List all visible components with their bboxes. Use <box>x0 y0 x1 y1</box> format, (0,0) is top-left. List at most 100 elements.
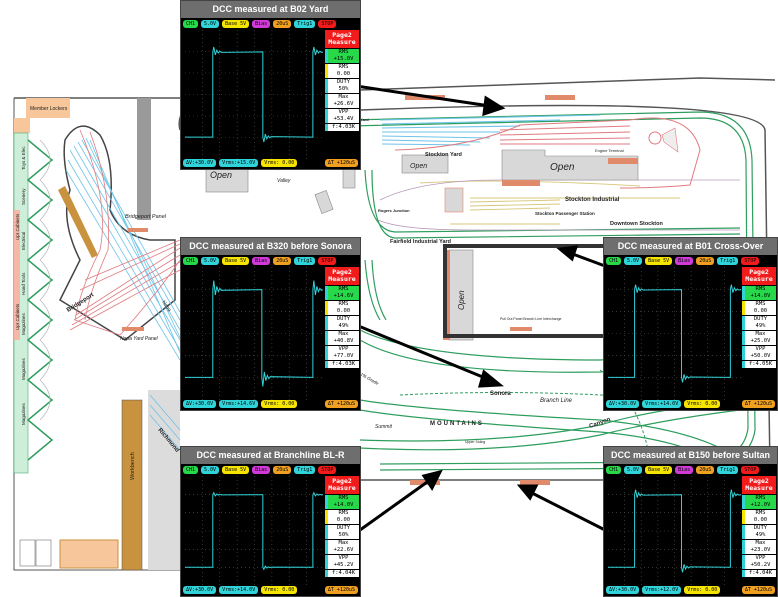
max-readout: Max+25.0V <box>742 331 776 345</box>
scope-chip: Bias <box>675 257 694 265</box>
bridgeport-benchwork <box>59 125 176 341</box>
label-magazines: Magazines <box>21 402 26 425</box>
page-measure-label: Page2 Measure <box>325 30 359 48</box>
vpp-readout: VPP+45.2V <box>325 555 359 569</box>
label-downtown-stockton: Downtown Stockton <box>610 221 663 227</box>
dcc-waveform-trace <box>608 489 742 573</box>
seating <box>59 539 119 569</box>
vrms2-readout: Vrms: 0.00 <box>261 159 298 167</box>
rms-readout: RMS+12.0V <box>742 495 776 509</box>
column <box>137 98 151 220</box>
arrow-head-icon <box>421 469 443 491</box>
rms-readout: RMS+14.6V <box>325 286 359 300</box>
napa-yard-panel <box>122 327 144 331</box>
freq-readout: f:4.03K <box>325 361 359 368</box>
vpp-readout: VPP+53.4V <box>325 109 359 123</box>
dcc-waveform-trace <box>185 46 323 143</box>
label-magazines: Magazines <box>21 312 26 335</box>
turntable <box>648 131 662 145</box>
page-measure-label: Page2 Measure <box>325 476 359 494</box>
page-measure-label: Page2 Measure <box>325 267 359 285</box>
label-stockton-passenger-station: Stockton Passenger Station <box>535 211 595 216</box>
scope-chip: 20uS <box>273 466 292 474</box>
delta-v-readout: ΔV:+30.0V <box>606 400 640 408</box>
label-open: Open <box>550 162 575 173</box>
dcc-waveform-trace <box>608 284 742 383</box>
scope-chip: Bias <box>252 20 271 28</box>
storage-strip <box>13 98 70 567</box>
scope-chip: 20uS <box>696 466 715 474</box>
scope-chip: 5.0V <box>624 257 643 265</box>
label-napa-yard-panel: Napa Yard Panel <box>120 336 159 342</box>
scope-chip: CH1 <box>183 466 199 474</box>
scope-chip: 5.0V <box>624 466 643 474</box>
label-toys-elec: Toys & Elec <box>21 146 26 170</box>
arrow-b320 <box>355 323 491 382</box>
label-upr-cabinets: Upr Cabinets <box>15 303 20 330</box>
label-hand-tools: Hand Tools <box>21 272 26 295</box>
scope-chip: Trig1 <box>717 257 739 265</box>
vrms-readout: Vrms:+14.0V <box>219 586 259 594</box>
scope-title: DCC measured at B150 before Sultan <box>604 447 777 464</box>
arrow-b02 <box>355 84 491 108</box>
label-napa: Napa <box>160 300 172 313</box>
label-magazines: Magazines <box>21 357 26 380</box>
label-mountains: MOUNTAINS <box>430 421 484 427</box>
scope-chip: Trig1 <box>294 466 316 474</box>
scope-chip: CH1 <box>606 257 622 265</box>
label-upr-cabinets: Upr Cabinets <box>15 213 20 240</box>
vrms-readout: Vrms:+14.6V <box>219 400 259 408</box>
scope-chip: 20uS <box>696 257 715 265</box>
max-readout: Max+23.0V <box>742 540 776 554</box>
arrow-b150 <box>529 490 606 532</box>
scope-bottom-bar: ΔV:+30.0V Vrms:+14.6V Vrms: 0.00 ΔT +120… <box>183 400 358 408</box>
scope-screen <box>185 267 323 400</box>
label-electrical: Electrical <box>21 232 26 250</box>
label-bridgeport-panel: Bridgeport Panel <box>125 214 167 220</box>
label-valley: Valley <box>277 178 291 184</box>
engine-terminal-tracks <box>394 117 701 189</box>
delta-v-readout: ΔV:+30.0V <box>183 159 217 167</box>
scope-chip: STOP <box>318 20 337 28</box>
scope-bottom-bar: ΔV:+30.0V Vrms:+15.0V Vrms: 0.00 ΔT +120… <box>183 159 358 167</box>
delta-v-readout: ΔV:+30.0V <box>183 586 217 594</box>
scope-bottom-bar: ΔV:+30.0V Vrms:+14.0V Vrms: 0.00 ΔT +120… <box>183 586 358 594</box>
scope-chip: CH1 <box>606 466 622 474</box>
label-stockton-yard: Stockton Yard <box>425 152 462 158</box>
delta-t-readout: ΔT +120uS <box>741 586 775 594</box>
scope-chip: Trig1 <box>294 20 316 28</box>
rms-readout: RMS+14.0V <box>742 286 776 300</box>
scope-title: DCC measured at Branchline BL-R <box>181 447 360 464</box>
page-measure-label: Page2 Measure <box>742 476 776 494</box>
vrms-readout: Vrms:+15.0V <box>219 159 259 167</box>
scope-chip: STOP <box>741 257 760 265</box>
vpp-readout: VPP+50.0V <box>742 346 776 360</box>
arrow-head-icon <box>516 484 539 501</box>
scope-chip: STOP <box>318 257 337 265</box>
max-readout: Max+26.6V <box>325 94 359 108</box>
dcc-waveform-trace <box>185 280 323 387</box>
scope-title: DCC measured at B01 Cross-Over <box>604 238 777 255</box>
arrow-head-icon <box>477 369 504 388</box>
arrow-head-icon <box>556 245 579 262</box>
label-canyon: Canyon <box>589 417 612 430</box>
label-open: Open <box>457 290 466 310</box>
label-pull-out-panel: Pull Out Panel Branch Line Interchange <box>500 317 562 321</box>
vrms2-readout: Vrms: 0.00 <box>684 586 721 594</box>
vrms2-readout: Vrms: 0.00 <box>261 586 298 594</box>
bridgeport-yard-tracks <box>69 129 181 336</box>
label-workbench: Workbench <box>130 452 136 480</box>
vpp-readout: VPP+77.0V <box>325 346 359 360</box>
scope-title: DCC measured at B320 before Sonora <box>181 238 360 255</box>
label-open: Open <box>410 163 427 170</box>
vrms2-readout: Vrms: 0.00 <box>684 400 721 408</box>
scope-chip: 5.0V <box>201 20 220 28</box>
scope-chip: Base 5V <box>645 466 673 474</box>
